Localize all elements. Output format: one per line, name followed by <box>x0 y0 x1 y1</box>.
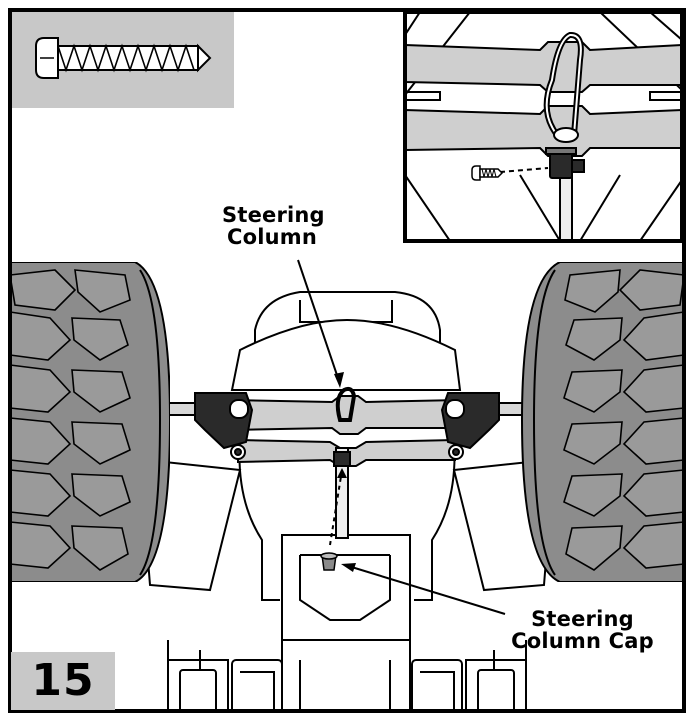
tire-left <box>10 262 170 582</box>
label-steering-column-cap-line1: Steering <box>531 607 634 631</box>
axle-bracket-left <box>194 392 254 460</box>
step-number-badge: 15 <box>11 652 115 710</box>
label-steering-column-cap-line2: Column Cap <box>511 629 654 653</box>
tire-right <box>520 262 684 582</box>
inset-screw-icon <box>471 165 504 181</box>
screw-icon <box>35 37 212 79</box>
page-frame <box>8 8 686 713</box>
detail-inset <box>403 10 684 243</box>
vehicle-illustration <box>10 259 684 711</box>
callout-line-column-cap <box>344 564 506 615</box>
label-steering-column-line1: Steering <box>222 203 325 227</box>
label-steering-column-cap: Steering Column Cap <box>500 608 665 652</box>
steering-column <box>333 386 357 539</box>
axle-bracket-right <box>440 392 500 460</box>
label-steering-column: Steering Column <box>222 203 325 249</box>
steering-column-cap <box>320 552 338 571</box>
label-steering-column-line2: Column <box>226 225 318 249</box>
callout-line-steering-column <box>297 259 341 385</box>
